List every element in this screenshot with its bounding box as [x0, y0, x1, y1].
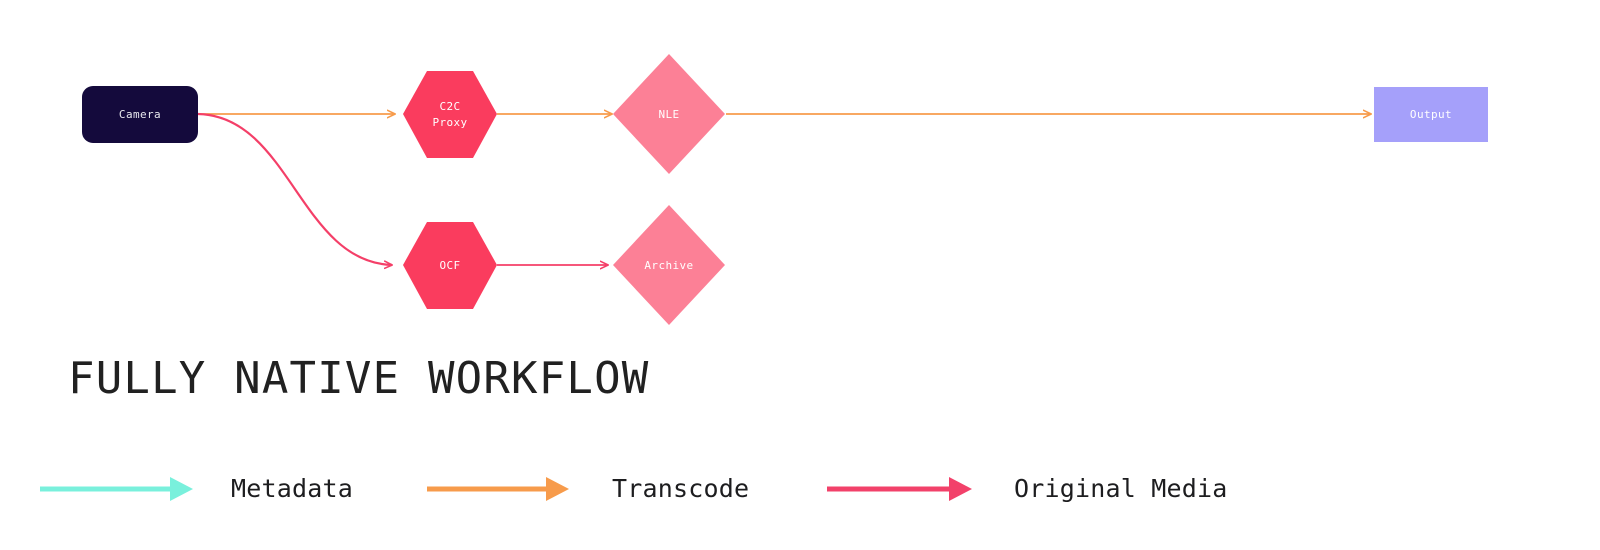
node-camera[interactable]: Camera [82, 86, 198, 143]
camera-shape [82, 86, 198, 143]
output-shape [1374, 87, 1488, 142]
legend-item-metadata: Metadata [40, 474, 353, 503]
legend-label-original-media: Original Media [1014, 474, 1228, 503]
legend-item-transcode: Transcode [427, 474, 749, 503]
legend: Metadata Transcode Original Media [40, 474, 1228, 503]
nle-label: NLE [658, 108, 679, 121]
archive-shape [613, 205, 725, 325]
camera-label: Camera [119, 108, 161, 121]
original-media-arrow-head-icon [949, 477, 972, 501]
legend-item-original-media: Original Media [827, 474, 1228, 503]
legend-label-transcode: Transcode [612, 474, 749, 503]
nle-shape [613, 54, 725, 174]
c2c-proxy-label-line2: Proxy [432, 116, 467, 129]
c2c-proxy-label-line1: C2C [439, 100, 460, 113]
page-title: FULLY NATIVE WORKFLOW [68, 353, 650, 404]
legend-label-metadata: Metadata [231, 474, 353, 503]
node-c2c-proxy[interactable]: C2C Proxy [403, 71, 497, 158]
transcode-arrow-head-icon [546, 477, 569, 501]
ocf-shape [403, 222, 497, 309]
output-label: Output [1410, 108, 1452, 121]
node-ocf[interactable]: OCF [403, 222, 497, 309]
node-output[interactable]: Output [1374, 87, 1488, 142]
metadata-arrow-head-icon [170, 477, 193, 501]
c2c-proxy-shape [403, 71, 497, 158]
node-nle[interactable]: NLE [613, 54, 725, 174]
node-archive[interactable]: Archive [613, 205, 725, 325]
archive-label: Archive [644, 259, 693, 272]
edge-camera-to-ocf [197, 112, 392, 265]
ocf-label: OCF [439, 259, 460, 272]
